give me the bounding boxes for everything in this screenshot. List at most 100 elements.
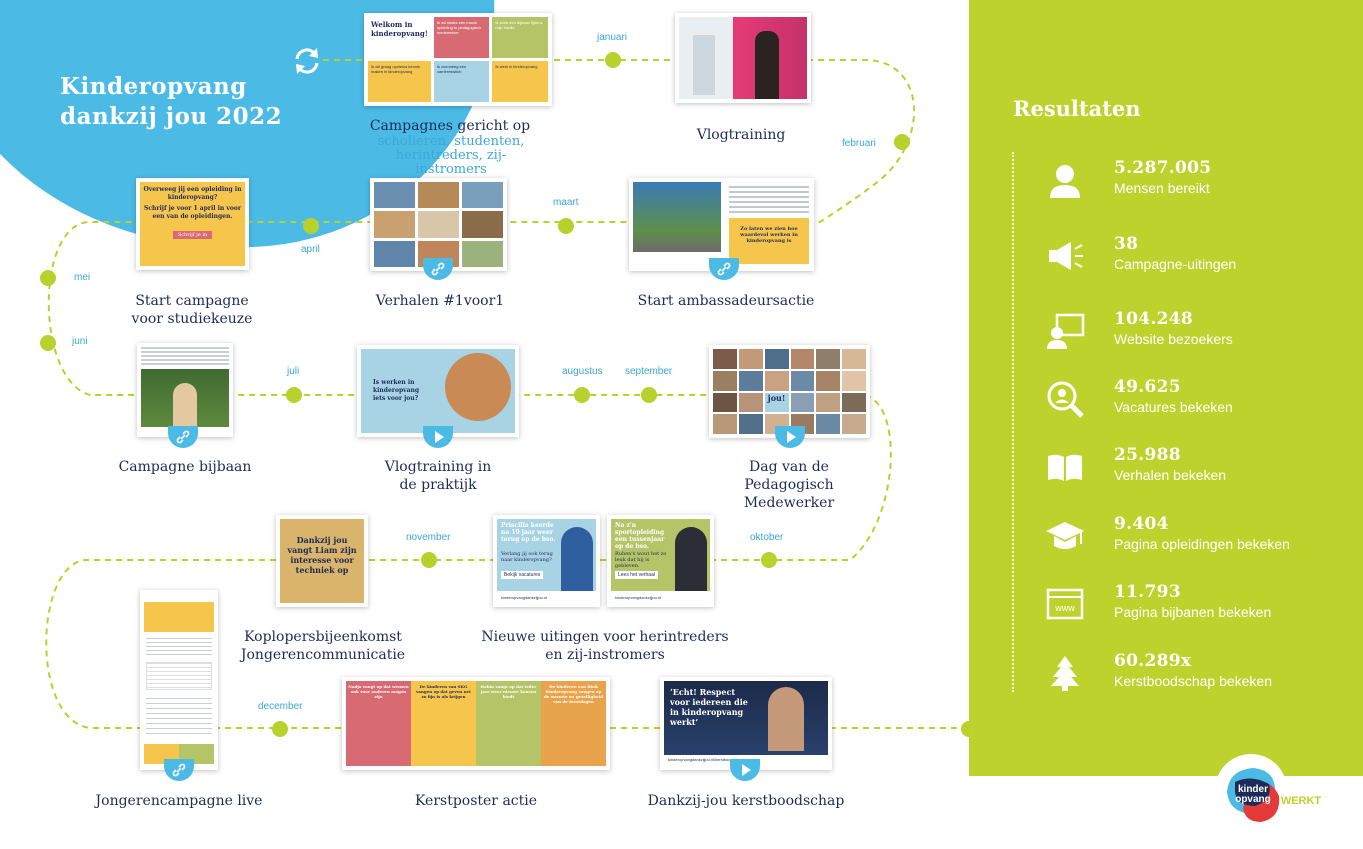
- logo-text-3: WERKT: [1281, 795, 1322, 807]
- book-icon: [1048, 454, 1082, 481]
- ambassadeurs-photo: [633, 182, 721, 252]
- dagvande-card[interactable]: jou!: [709, 345, 870, 438]
- kerstposter-2-text: De kinderen van SKG vangen op dat geven …: [416, 684, 471, 699]
- stat-campagne-value: 38: [1114, 234, 1139, 254]
- page-title: Kinderopvang dankzij jou 2022: [60, 72, 282, 132]
- dagvande-label: Dag van de Pedagogisch Medewerker: [714, 458, 864, 512]
- koplopers-card[interactable]: Dankzij jou vangt Liam zijn interesse vo…: [276, 515, 368, 607]
- jongeren-link-badge[interactable]: [164, 759, 194, 781]
- ambassadeurs-card-text: Zo laten we zien hoe waardevol werken in…: [729, 218, 809, 264]
- bijbaan-card[interactable]: [137, 343, 233, 437]
- campagnes-tile-5: Ik overweeg een carrièreswitch: [433, 61, 490, 102]
- campagnes-tile-6: Ik werk in kinderopvang: [492, 61, 548, 102]
- ambassadeurs-link-badge[interactable]: [709, 258, 739, 280]
- nieuwe-card1-heading: Priscilla keerde na 19 jaar weer terug o…: [501, 522, 556, 543]
- verhalen-label: Verhalen #1voor1: [375, 293, 505, 309]
- studiekeuze-card[interactable]: Overweeg jij een opleiding in kinderopva…: [136, 178, 249, 270]
- timeline-dot-oktober: [761, 552, 777, 568]
- nieuwe-card2-body: Ruben's wout het zo leuk dat hij is gebl…: [615, 551, 667, 569]
- nieuwe-card2-heading: Na z'n sportopleiding een tussenjaar op …: [615, 522, 665, 550]
- koplopers-title-1: Koplopersbijeenkomst: [244, 629, 402, 645]
- stat-website-label: Website bezoekers: [1114, 331, 1233, 347]
- stat-mensen-label: Mensen bereikt: [1114, 180, 1210, 196]
- nieuwe-card1-body: Verlang jij ook terug naar kinderopvang?: [501, 551, 553, 563]
- stat-opleidingen: 9.404 Pagina opleidingen bekeken: [1045, 514, 1345, 564]
- timeline-dot-april: [303, 218, 319, 234]
- vlogtraining-card[interactable]: [675, 13, 811, 103]
- studiekeuze-card-heading: Overweeg jij een opleiding in kinderopva…: [143, 186, 242, 201]
- nieuwe-card2-url: kinderopvangdankzijjou.nl: [615, 595, 662, 600]
- dagvande-title-1: Dag van de: [749, 459, 829, 475]
- page-title-line1: Kinderopvang: [60, 73, 247, 100]
- vlogtraining-label: Vlogtraining: [696, 127, 786, 143]
- timeline-dot-september: [641, 387, 657, 403]
- stat-bijbanen: www 11.793 Pagina bijbanen bekeken: [1045, 582, 1345, 632]
- kerstboodschap-card[interactable]: ‘Echt! Respect voor iedereen die in kind…: [660, 677, 832, 770]
- jongeren-label: Jongerencampagne live: [95, 793, 263, 809]
- month-mei: mei: [74, 272, 91, 283]
- stat-vacatures-value: 49.625: [1114, 377, 1181, 397]
- campagnes-tile-1: Welkom in kinderopvang!: [368, 17, 431, 58]
- graduation-cap-icon: [1046, 522, 1084, 549]
- kerstboodschap-label: Dankzij-jou kerstboodschap: [647, 793, 845, 809]
- campagnes-label: Campagnes gericht op scholieren, student…: [355, 117, 545, 177]
- kerstboodschap-play-badge[interactable]: [730, 759, 760, 781]
- megaphone-icon: [1049, 242, 1083, 270]
- stat-campagne-label: Campagne-uitingen: [1114, 256, 1237, 272]
- month-april: april: [301, 244, 320, 255]
- vlogpraktijk-play-badge[interactable]: [423, 426, 453, 448]
- ambassadeurs-card[interactable]: Zo laten we zien hoe waardevol werken in…: [629, 178, 814, 271]
- month-januari: januari: [597, 32, 628, 43]
- stat-kerst-value: 60.289x: [1114, 651, 1192, 671]
- vlogpraktijk-photo: [445, 353, 511, 421]
- kerstposter-3-text: Robin vangt op dat ieder jaar weer nieuw…: [480, 684, 537, 699]
- studiekeuze-card-button: Schrijf je in: [172, 231, 213, 239]
- stat-vacatures-label: Vacatures bekeken: [1114, 399, 1233, 415]
- month-december: december: [258, 701, 303, 712]
- nieuwe-card-1[interactable]: Priscilla keerde na 19 jaar weer terug o…: [493, 515, 600, 607]
- nieuwe-card2-button: Lees het verhaal: [615, 571, 658, 579]
- stat-bijbanen-label: Pagina bijbanen bekeken: [1114, 604, 1272, 620]
- vlogpraktijk-card[interactable]: Is werken in kinderopvang iets voor jou?: [357, 345, 519, 437]
- kerstposter-4-text: De kinderen van Bink Kinderopvang vangen…: [543, 684, 604, 704]
- month-juli: juli: [287, 366, 300, 377]
- stat-campagne: 38 Campagne-uitingen: [1045, 234, 1345, 284]
- campagnes-subtitle: scholieren, studenten, herintreders, zij…: [377, 134, 525, 177]
- kerstposter-1-text: Nadja vangt op dat wensen ook voor ander…: [348, 684, 409, 699]
- ambassadeurs-label: Start ambassadeursactie: [637, 293, 815, 309]
- link-icon: [176, 430, 190, 444]
- person-icon: [1050, 165, 1080, 198]
- month-september: september: [625, 366, 673, 377]
- nieuwe-card-2[interactable]: Na z'n sportopleiding een tussenjaar op …: [607, 515, 714, 607]
- vlog-person: [755, 31, 779, 99]
- verhalen-card[interactable]: [370, 178, 507, 271]
- month-maart: maart: [553, 197, 579, 208]
- nieuwe-card1-url: kinderopvangdankzijjou.nl: [501, 595, 548, 600]
- verhalen-link-badge[interactable]: [423, 258, 453, 280]
- browser-www-icon: www: [1046, 588, 1084, 620]
- stat-opleidingen-label: Pagina opleidingen bekeken: [1114, 536, 1290, 552]
- timeline-dot-maart: [558, 218, 574, 234]
- month-augustus: augustus: [562, 366, 603, 377]
- kerstposter-label: Kerstposter actie: [414, 793, 538, 809]
- results-heading: Resultaten: [1013, 96, 1141, 121]
- results-divider: [1012, 152, 1014, 692]
- vlogpraktijk-label: Vlogtraining in de praktijk: [368, 458, 508, 494]
- timeline-dot-december: [272, 721, 288, 737]
- timeline-dot-november: [421, 552, 437, 568]
- studiekeuze-label: Start campagne voor studiekeuze: [112, 292, 272, 328]
- play-icon: [786, 431, 796, 443]
- jongeren-card[interactable]: [140, 590, 218, 770]
- nieuwe-title-1: Nieuwe uitingen voor herintreders: [481, 629, 729, 645]
- bijbaan-link-badge[interactable]: [168, 426, 198, 448]
- vlogpraktijk-title-1: Vlogtraining in: [384, 459, 492, 475]
- christmas-tree-icon: [1051, 656, 1079, 691]
- timeline-dot-juni: [40, 335, 56, 351]
- logo-text-1: kinder: [1238, 784, 1268, 795]
- campagnes-card[interactable]: Welkom in kinderopvang! Ik wil straks ee…: [364, 13, 552, 106]
- kerstboodschap-card-url: kinderopvangdankzijjou.nl/kerstboodschap: [668, 757, 744, 762]
- dagvande-play-badge[interactable]: [775, 426, 805, 448]
- month-oktober: oktober: [750, 532, 784, 543]
- campagnes-title: Campagnes gericht op: [369, 118, 531, 134]
- kerstposter-card[interactable]: Nadja vangt op dat wensen ook voor ander…: [342, 677, 610, 770]
